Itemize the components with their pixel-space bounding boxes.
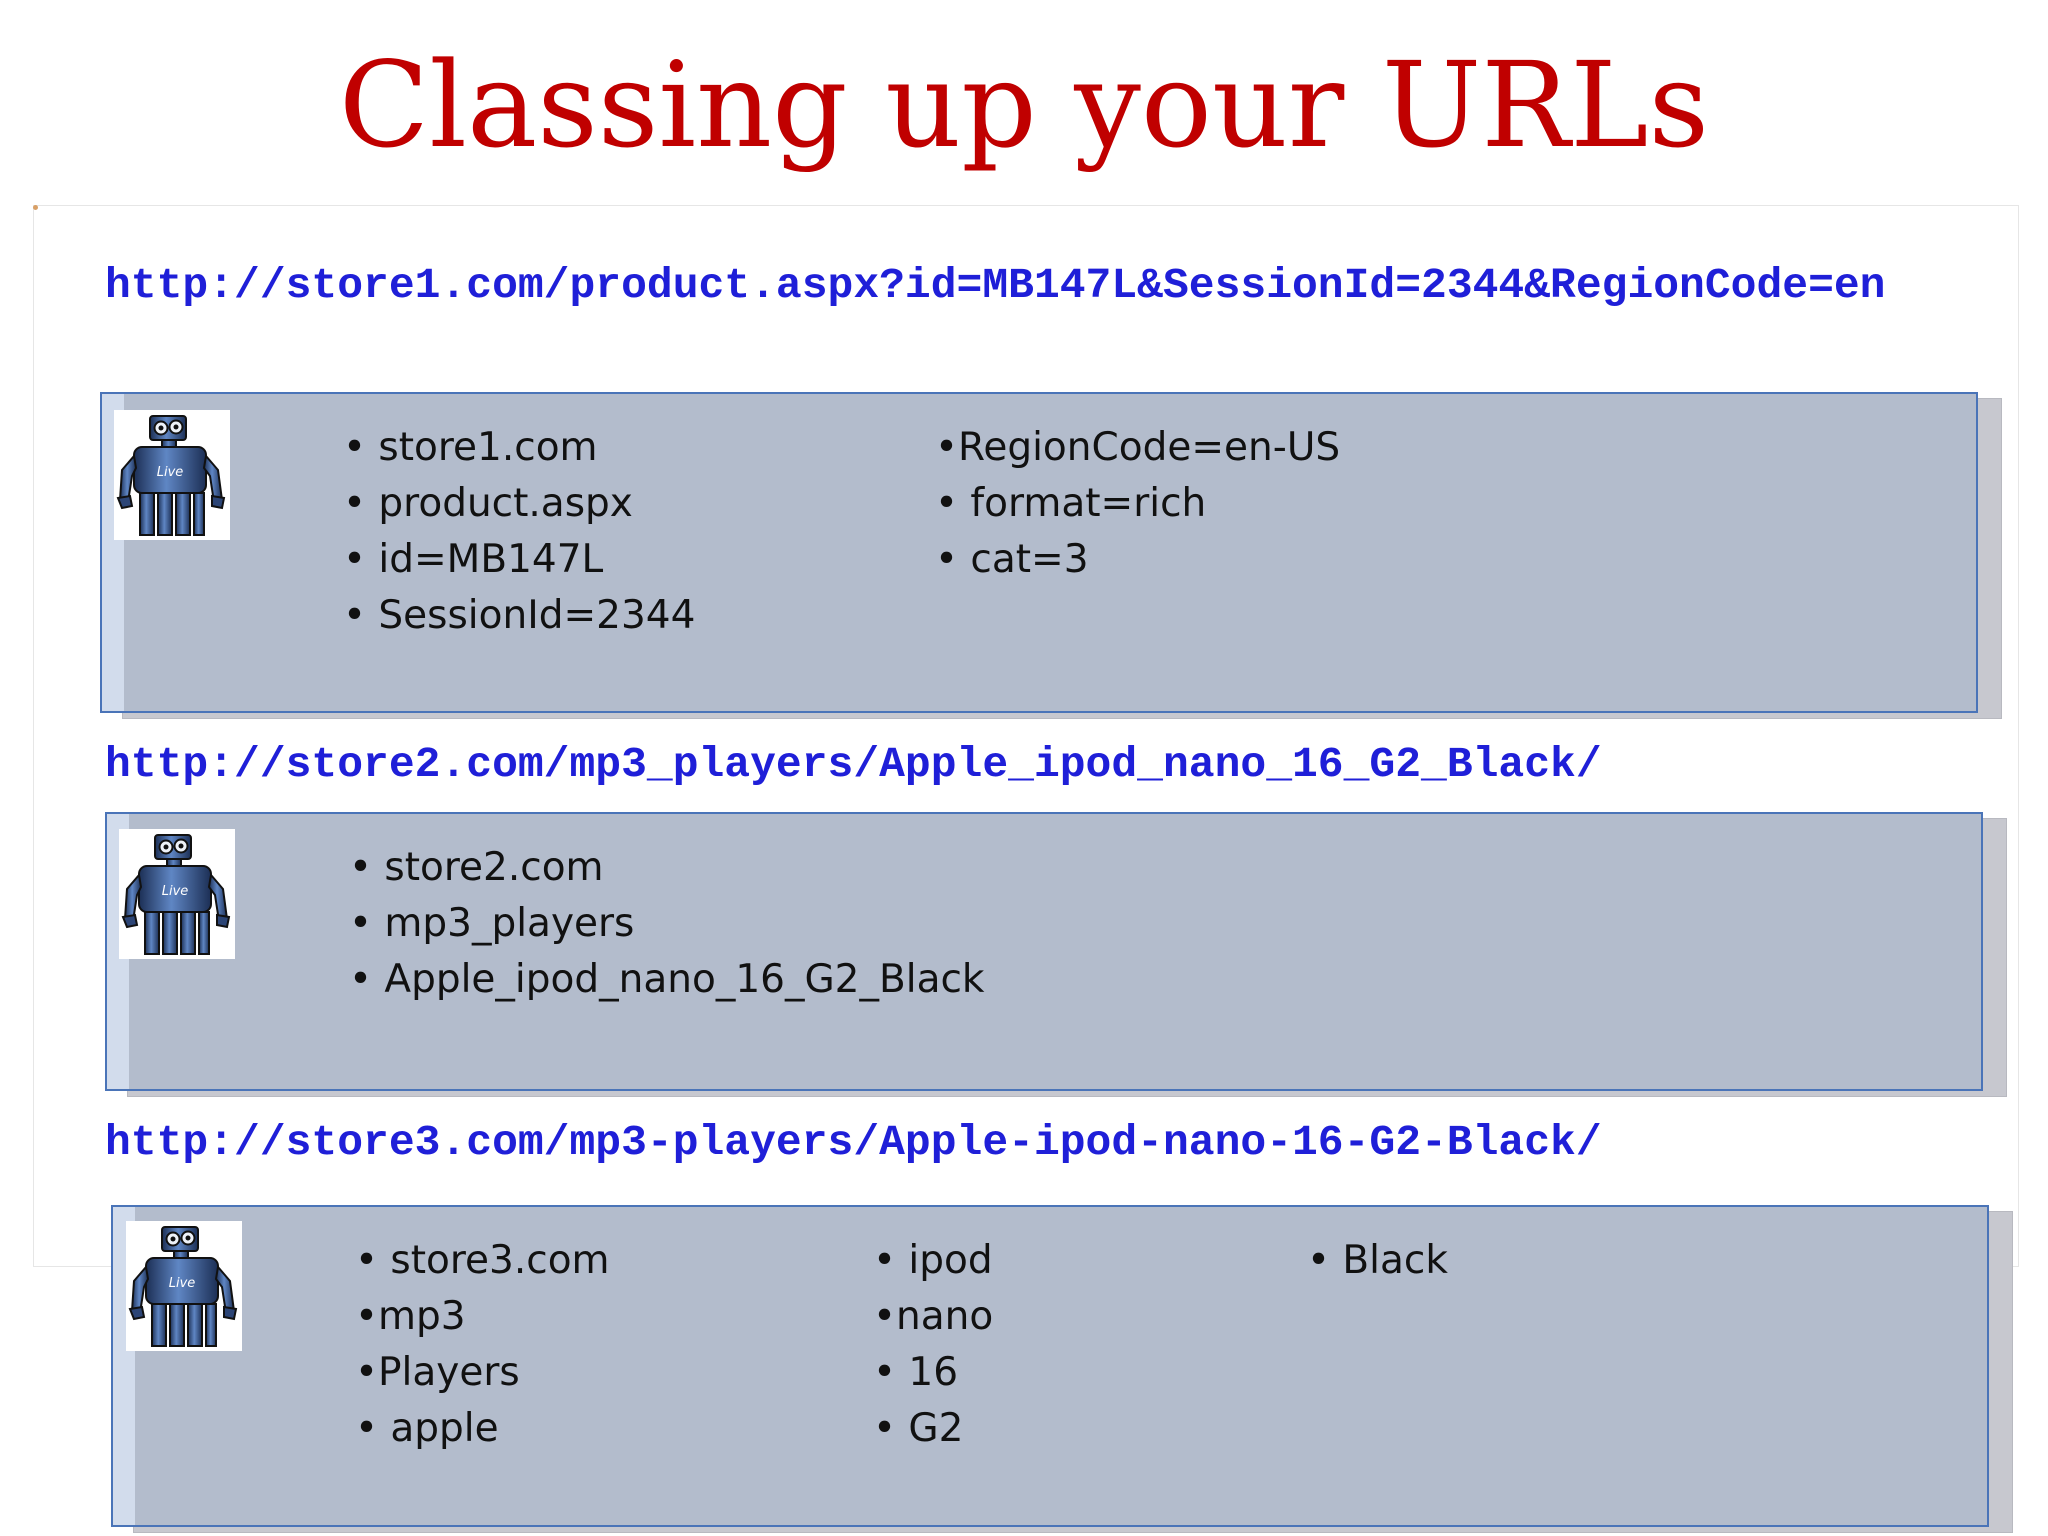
panel3-list-right: • Black — [1307, 1233, 1448, 1289]
robot-icon: Live — [114, 410, 230, 540]
panel-face — [111, 1205, 1989, 1527]
list-item: • ipod — [873, 1238, 993, 1283]
list-item: • mp3_players — [349, 901, 635, 946]
list-item: • format=rich — [935, 481, 1207, 526]
robot-label: Live — [169, 1276, 196, 1291]
list-item: • product.aspx — [343, 481, 633, 526]
list-item: • store2.com — [349, 845, 604, 890]
url-store3: http://store3.com/mp3-players/Apple-ipod… — [105, 1118, 1602, 1167]
robot-icon: Live — [126, 1221, 242, 1351]
panel1-list-left: • store1.com • product.aspx • id=MB147L … — [343, 420, 695, 644]
panel1-list-right: •RegionCode=en-US • format=rich • cat=3 — [935, 420, 1340, 588]
content-frame — [33, 205, 2019, 1267]
list-item: • SessionId=2344 — [343, 593, 696, 638]
list-item: •RegionCode=en-US — [935, 425, 1341, 470]
panel-store2 — [105, 812, 2007, 1097]
panel-store1 — [100, 392, 2002, 719]
url-store1: http://store1.com/product.aspx?id=MB147L… — [105, 261, 1886, 310]
panel3-list-left: • store3.com •mp3 •Players • apple — [355, 1233, 610, 1457]
panel-face — [105, 812, 1983, 1091]
frame-marker — [33, 205, 38, 210]
list-item: • cat=3 — [935, 537, 1089, 582]
list-item: • Black — [1307, 1238, 1448, 1283]
list-item: • 16 — [873, 1350, 959, 1395]
list-item: • id=MB147L — [343, 537, 604, 582]
list-item: •Players — [355, 1350, 520, 1395]
panel-face — [100, 392, 1978, 713]
panel3-list-middle: • ipod •nano • 16 • G2 — [873, 1233, 993, 1457]
list-item: • Apple_ipod_nano_16_G2_Black — [349, 957, 985, 1002]
list-item: • G2 — [873, 1406, 964, 1451]
robot-label: Live — [157, 465, 184, 480]
slide-title: Classing up your URLs — [338, 36, 1710, 174]
list-item: •mp3 — [355, 1294, 466, 1339]
list-item: • apple — [355, 1406, 499, 1451]
robot-label: Live — [162, 884, 189, 899]
panel-store3 — [111, 1205, 2013, 1533]
list-item: • store1.com — [343, 425, 598, 470]
list-item: • store3.com — [355, 1238, 610, 1283]
url-store2: http://store2.com/mp3_players/Apple_ipod… — [105, 740, 1602, 789]
robot-icon: Live — [119, 829, 235, 959]
list-item: •nano — [873, 1294, 994, 1339]
panel2-list: • store2.com • mp3_players • Apple_ipod_… — [349, 840, 985, 1008]
